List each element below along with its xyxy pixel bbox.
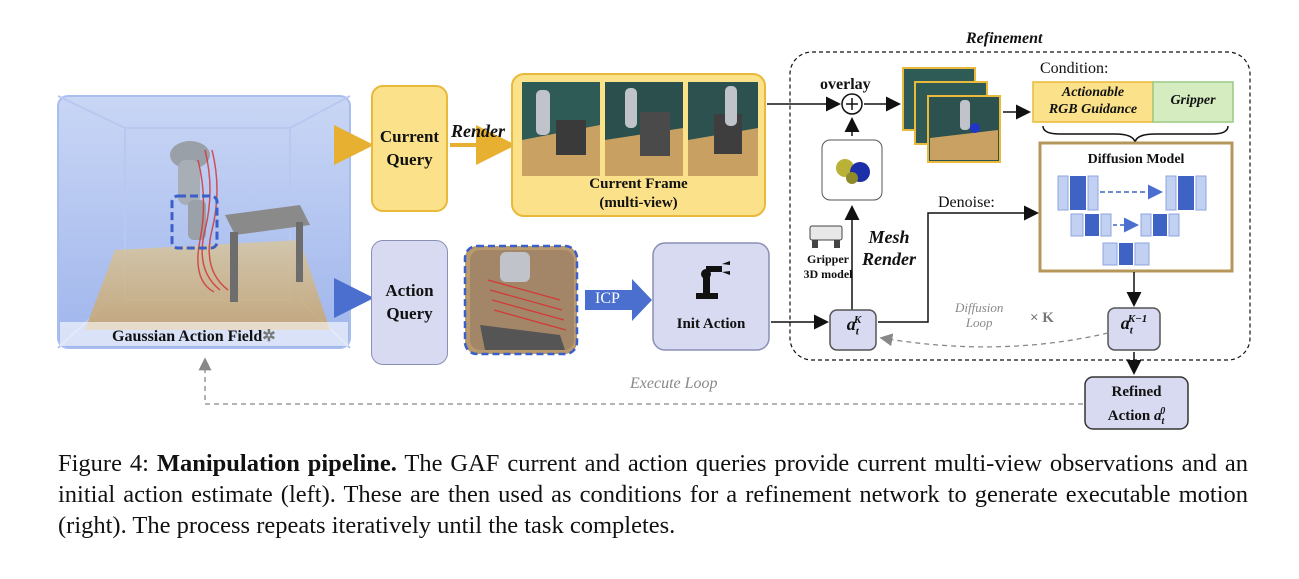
- overlay-images: [902, 67, 1001, 163]
- condition-gripper: Gripper: [1170, 93, 1216, 108]
- gaussian-sparkle-icon: ✲: [262, 328, 276, 345]
- figure-caption: Figure 4: Manipulation pipeline. The GAF…: [58, 450, 1248, 539]
- current-frame-title: Current Frame: [589, 176, 688, 192]
- init-action-label: Init Action: [676, 316, 746, 332]
- condition-label: Condition:: [1040, 60, 1109, 77]
- icp-label: ICP: [595, 290, 620, 307]
- action-ak-minus-1-label: atK−1: [1120, 313, 1148, 337]
- gaf-label: Gaussian Action Field✲: [112, 328, 276, 345]
- current-frame-subtitle: (multi-view): [599, 195, 678, 211]
- action-query-box: Action Query: [371, 240, 448, 365]
- gripper-3d-icon: [809, 225, 843, 248]
- denoise-label: Denoise:: [938, 194, 995, 211]
- gaf-scene-image: [57, 95, 351, 349]
- action-ak-label: atK: [846, 314, 862, 338]
- times-k-label: × K: [1030, 310, 1054, 326]
- gripper-mesh-image: [821, 139, 883, 201]
- diffusion-model-label: Diffusion Model: [1087, 152, 1185, 167]
- pipeline-diagram: [57, 51, 1251, 430]
- refinement-title: Refinement: [966, 30, 1043, 47]
- render-label: Render: [451, 121, 505, 141]
- current-frame-images: [511, 73, 766, 217]
- robot-arm-icon: [696, 261, 730, 299]
- unet-icon: [1057, 175, 1207, 266]
- overlay-label: overlay: [820, 76, 871, 93]
- refined-action-label: Refined Action at0: [1107, 384, 1166, 427]
- action-query-image: [463, 244, 579, 356]
- execute-loop-label: Execute Loop: [630, 375, 718, 392]
- current-query-box: Current Query: [371, 85, 448, 212]
